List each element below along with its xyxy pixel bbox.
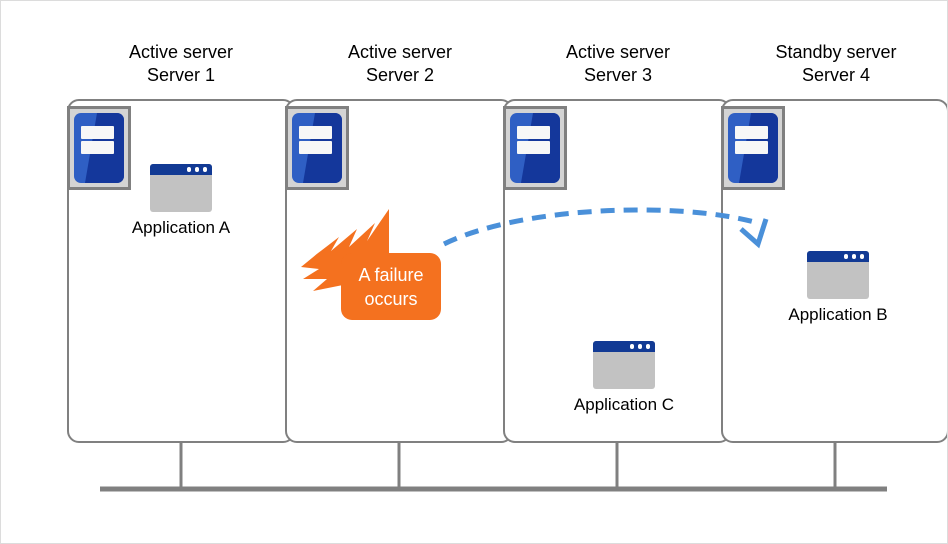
failure-label-line2: occurs <box>364 288 418 309</box>
server-heading-4: Standby server Server 4 <box>726 41 946 87</box>
app-window-icon <box>593 341 655 389</box>
failure-label-line1: A failure <box>358 264 424 285</box>
server-icon <box>67 106 131 190</box>
application-a[interactable]: Application A <box>101 164 261 238</box>
server-role-label: Standby server <box>775 42 897 62</box>
server-heading-3: Active server Server 3 <box>508 41 728 87</box>
server-role-label: Active server <box>128 42 234 62</box>
app-window-icon <box>807 251 869 299</box>
server-role-label: Active server <box>565 42 671 62</box>
application-b[interactable]: Application B <box>758 251 918 325</box>
application-label: Application B <box>788 305 888 324</box>
app-window-icon <box>150 164 212 212</box>
application-c[interactable]: Application C <box>544 341 704 415</box>
server-name-label: Server 3 <box>583 65 653 85</box>
server-icon <box>285 106 349 190</box>
server-role-label: Active server <box>347 42 453 62</box>
server-heading-2: Active server Server 2 <box>290 41 510 87</box>
application-label: Application C <box>573 395 675 414</box>
application-label: Application A <box>131 218 231 237</box>
server-name-label: Server 4 <box>801 65 871 85</box>
server-icon <box>721 106 785 190</box>
server-name-label: Server 1 <box>146 65 216 85</box>
server-heading-1: Active server Server 1 <box>71 41 291 87</box>
server-icon <box>503 106 567 190</box>
failure-badge[interactable]: A failure occurs <box>341 253 441 320</box>
server-name-label: Server 2 <box>365 65 435 85</box>
